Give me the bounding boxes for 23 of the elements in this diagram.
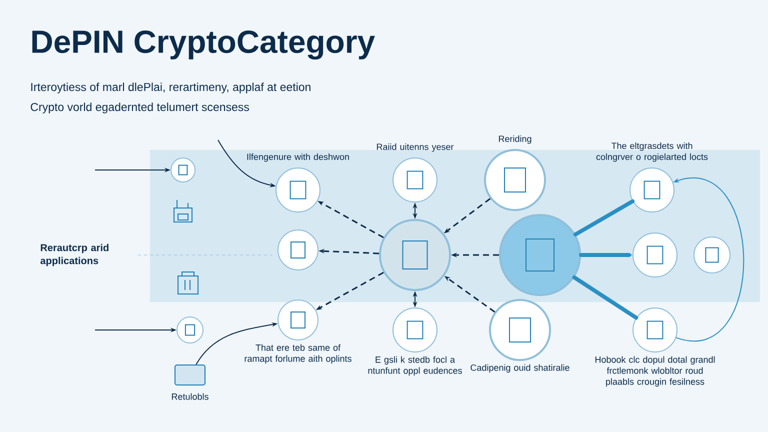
title: DePIN CryptoCategory [32,30,375,60]
icon-circle [632,232,678,278]
node-label: Ilfengenure with deshwon [247,153,349,162]
hub-circle [499,214,581,296]
node-label: Reriding [498,135,532,144]
node-label: E gsli k stedb focl a ntunfunt oppl eudences [368,356,462,376]
icon-circle [170,158,196,182]
node-label: Retulobls [172,393,208,400]
icon-circle [278,230,318,270]
connector [572,275,638,320]
icon-circle [694,236,730,274]
side-label: Rerautcrp arid applications [40,244,108,266]
icon-circle [176,316,204,344]
connector [573,199,635,236]
hub-circle [379,219,451,291]
node-label: Raiid uitenns yeser [376,143,454,152]
node-label: Hobook clc dopul dotal grandl frctlemonk wlobltor roud plaabls crougin fesilness [595,356,715,387]
node-label: The eltgrasdets with colngrver o rogielarted locts [596,142,708,162]
subtitle: Irteroytiess of marl dlePlai, rerartimeny, applaf at eetion [31,82,310,94]
node-label: Cadipenig ouid shatiralie [470,364,570,373]
subtitle: Crypto vorld egadernted telumert scensess [30,102,249,114]
icon-box: Retulobls [172,364,208,400]
node-label: That ere teb same of ramapt forlume aith oplints [244,344,352,364]
